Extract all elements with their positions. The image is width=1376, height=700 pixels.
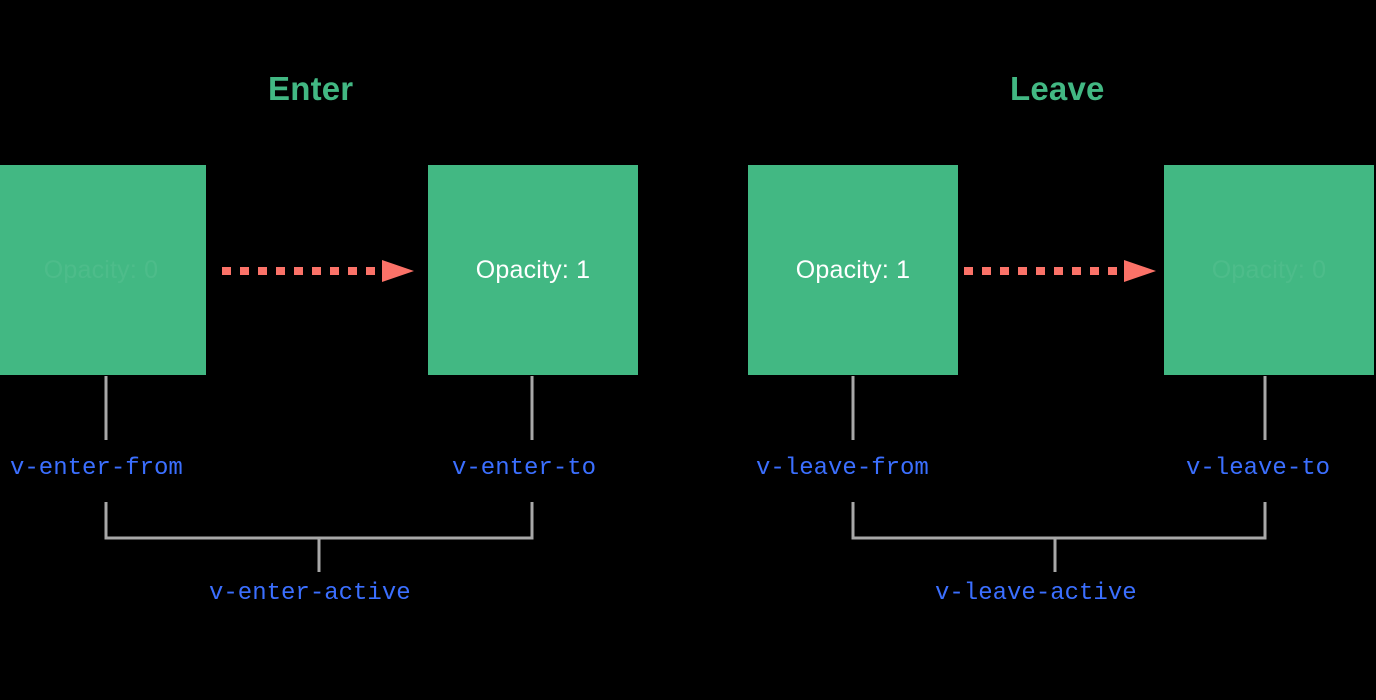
state-box-enter-from: Opacity: 0 [0,165,206,375]
state-box-leave-to: Opacity: 0 [1164,165,1374,375]
state-box-leave-from: Opacity: 1 [748,165,958,375]
state-box-leave-to-label: Opacity: 0 [1211,255,1327,284]
bracket-enter-active [104,502,534,540]
state-box-enter-to: Opacity: 1 [428,165,638,375]
state-box-enter-to-label: Opacity: 1 [475,255,591,284]
bracket-leave-active [851,502,1267,540]
state-box-enter-from-label: Opacity: 0 [43,255,159,284]
class-label-v-leave-active: v-leave-active [935,580,1137,607]
class-label-v-enter-from: v-enter-from [10,455,183,482]
transition-arrow-enter-icon [222,260,414,282]
class-label-v-leave-to: v-leave-to [1186,455,1331,482]
section-title-enter: Enter [268,70,354,107]
transition-arrow-leave-icon [964,260,1156,282]
class-label-v-leave-from: v-leave-from [756,455,929,482]
class-label-v-enter-to: v-enter-to [452,455,597,482]
class-label-v-enter-active: v-enter-active [209,580,411,607]
state-box-leave-from-label: Opacity: 1 [795,255,911,284]
section-title-leave: Leave [1010,70,1105,107]
